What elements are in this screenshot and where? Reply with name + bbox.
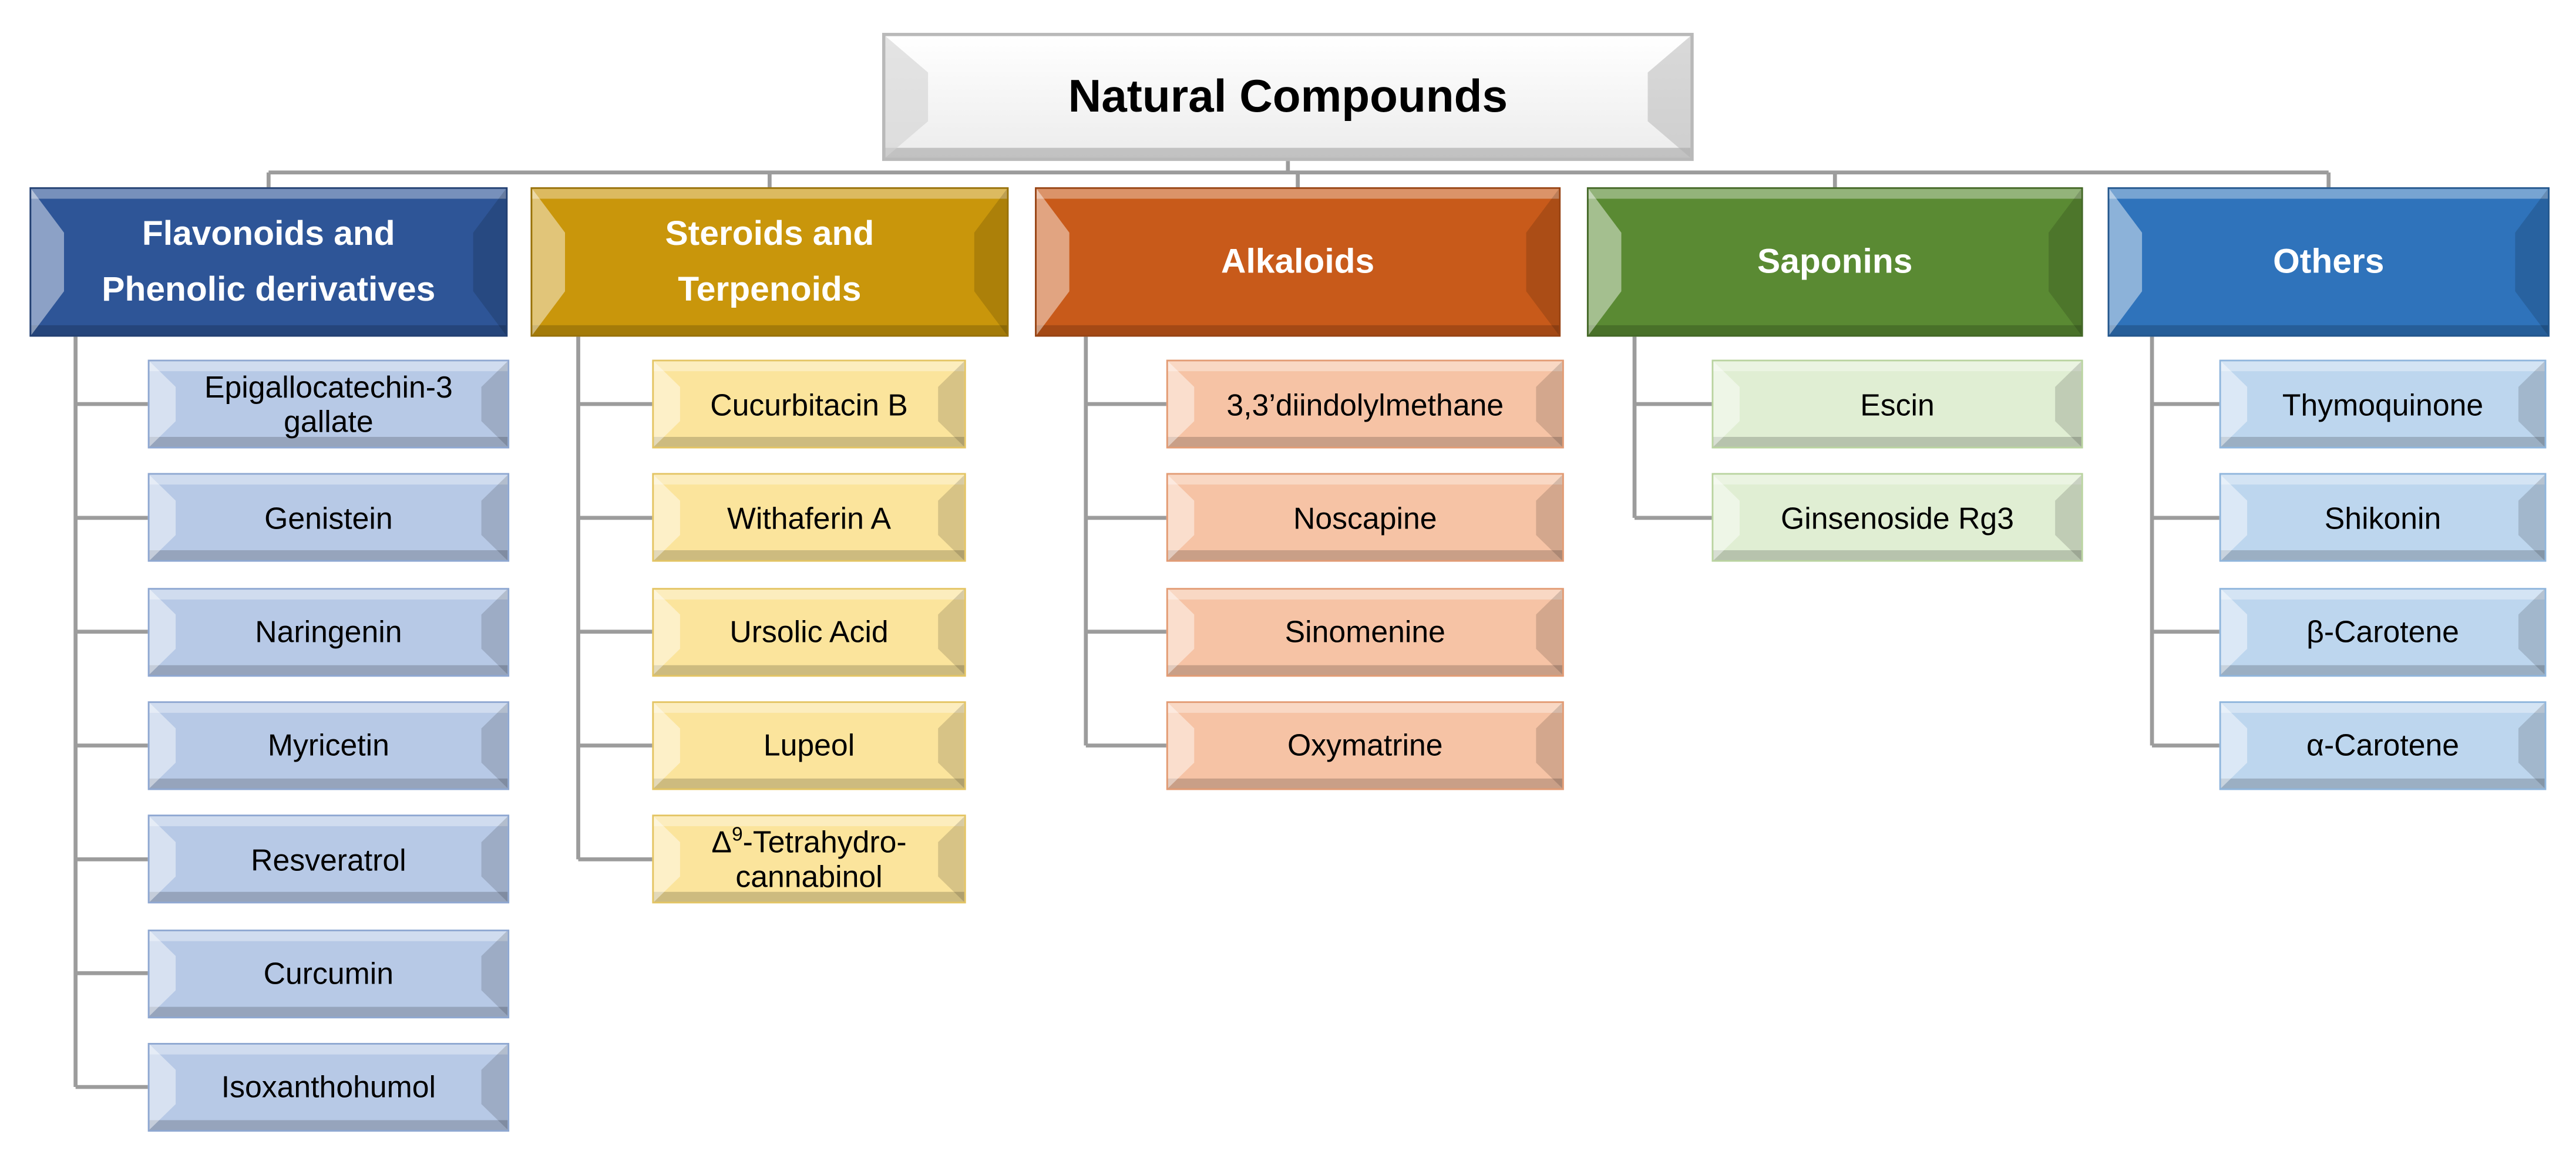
category-label: Others [2273, 242, 2385, 280]
compound-item: Thymoquinone [2219, 359, 2547, 449]
category-alkaloids: Alkaloids [1035, 187, 1561, 337]
compound-name: Δ9-Tetrahydro-cannabinol [711, 823, 907, 894]
compound-name: Lupeol [763, 728, 855, 763]
compound-name: Isoxanthohumol [221, 1069, 436, 1105]
compound-name: Sinomenine [1284, 614, 1445, 649]
compound-item: Oxymatrine [1166, 701, 1564, 790]
compound-item: Ginsenoside Rg3 [1711, 473, 2083, 563]
compound-name: Curcumin [263, 955, 394, 991]
compound-item: Curcumin [147, 928, 510, 1018]
compound-name: Ursolic Acid [729, 614, 889, 649]
category-others: Others [2107, 187, 2550, 337]
compound-item: Withaferin A [652, 473, 966, 563]
compound-item: Noscapine [1166, 473, 1564, 563]
compound-item: Lupeol [652, 701, 966, 790]
compound-name: Shikonin [2324, 500, 2442, 536]
compound-name: Escin [1860, 386, 1935, 422]
compound-name: Oxymatrine [1287, 728, 1443, 763]
compound-item: Escin [1711, 359, 2083, 449]
compound-name: 3,3’diindolylmethane [1226, 386, 1504, 422]
root-title: Natural Compounds [1068, 70, 1508, 122]
category-label: Saponins [1757, 242, 1913, 280]
category-label: Alkaloids [1221, 242, 1375, 280]
compound-item: Δ9-Tetrahydro-cannabinol [652, 814, 966, 904]
compound-item: Naringenin [147, 587, 510, 676]
compound-item: Cucurbitacin B [652, 359, 966, 449]
compound-name: Genistein [264, 500, 393, 536]
compound-item: Shikonin [2219, 473, 2547, 563]
compound-item: Ursolic Acid [652, 587, 966, 676]
compound-name: Ginsenoside Rg3 [1781, 500, 2014, 536]
compound-item: β-Carotene [2219, 587, 2547, 676]
compound-name: α-Carotene [2306, 728, 2460, 763]
compound-name: Resveratrol [251, 841, 406, 877]
compound-item: Isoxanthohumol [147, 1042, 510, 1132]
compound-name: Cucurbitacin B [710, 386, 908, 422]
compound-item: Genistein [147, 473, 510, 563]
compound-name: Thymoquinone [2282, 386, 2484, 422]
compound-item: Sinomenine [1166, 587, 1564, 676]
root-node: Natural Compounds [882, 32, 1694, 161]
compound-name: Withaferin A [727, 500, 892, 536]
compound-item: Resveratrol [147, 814, 510, 904]
compound-item: 3,3’diindolylmethane [1166, 359, 1564, 449]
category-saponins: Saponins [1586, 187, 2083, 337]
compound-name: Noscapine [1293, 500, 1437, 536]
compound-name: Naringenin [255, 614, 402, 649]
compound-name: Myricetin [267, 728, 389, 763]
compound-name: β-Carotene [2306, 614, 2459, 649]
compound-item: Myricetin [147, 701, 510, 790]
compound-item: α-Carotene [2219, 701, 2547, 790]
